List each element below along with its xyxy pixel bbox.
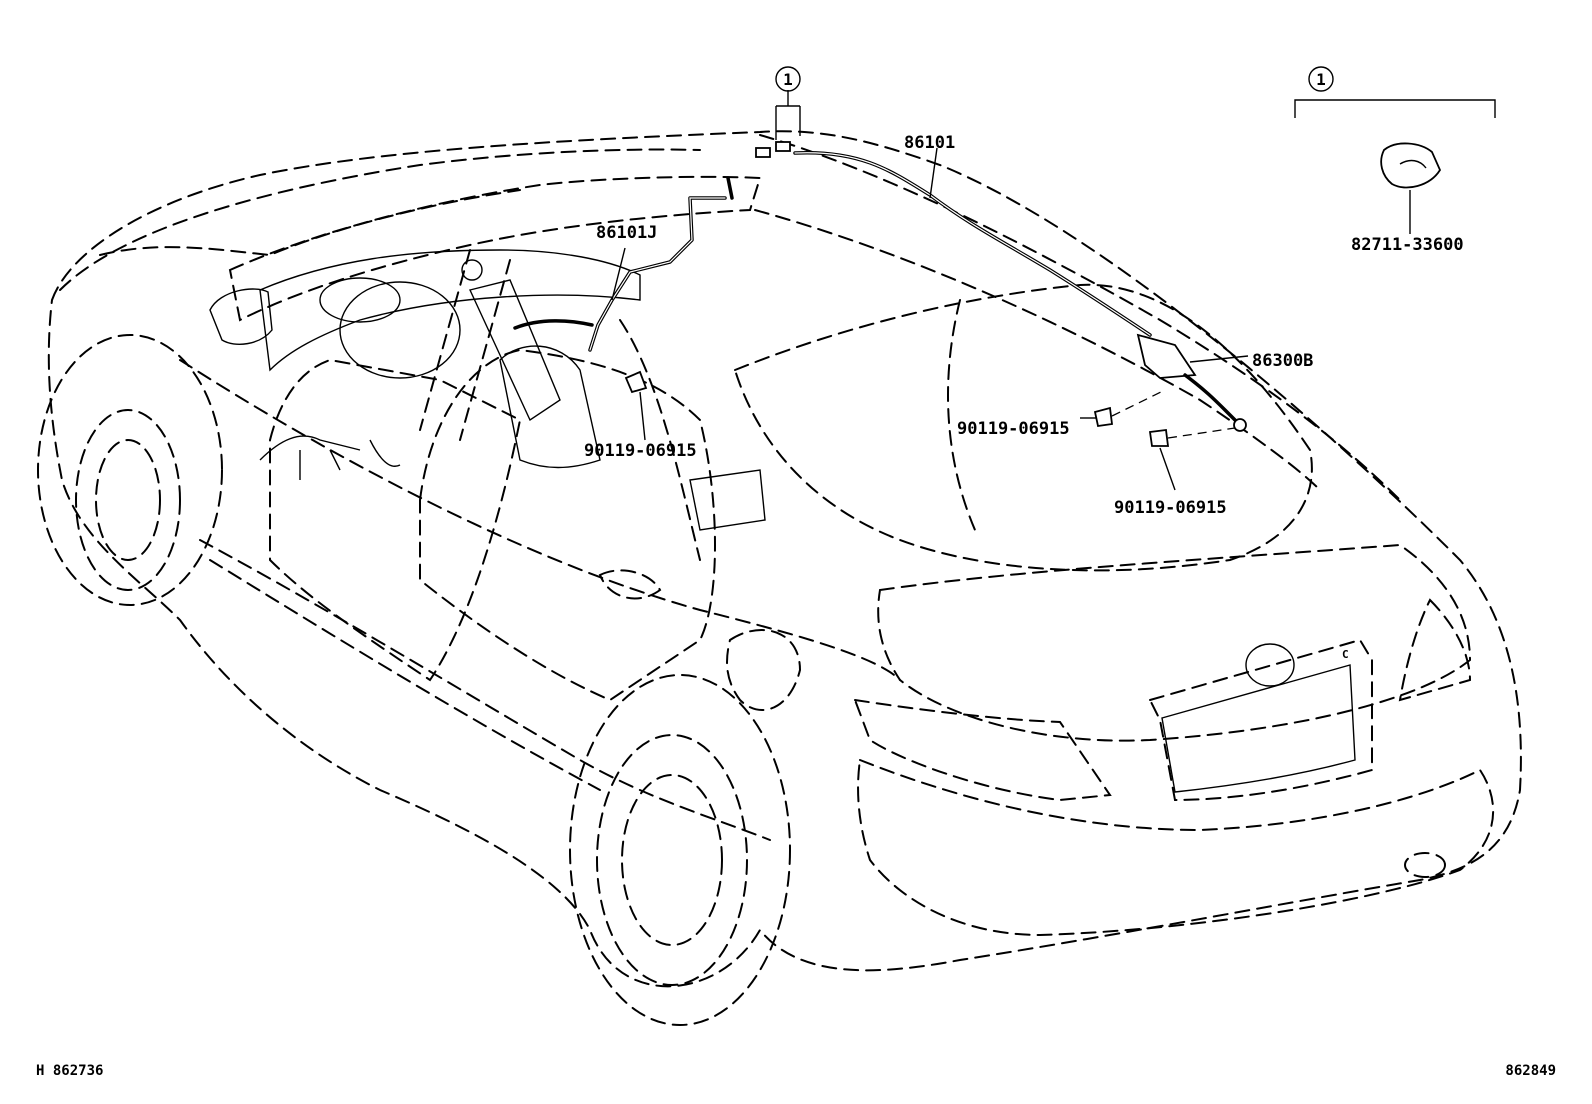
c-pillar <box>619 319 701 561</box>
roof-connector <box>726 176 734 200</box>
leader-clip-amp-left-d <box>1111 389 1166 417</box>
license-plate <box>1161 664 1356 793</box>
dashboard-panel <box>259 249 641 372</box>
callout-front-cord: 86101J <box>596 223 657 243</box>
amplifier-lead <box>1183 373 1242 427</box>
front-seat <box>499 345 601 469</box>
roof-ref-bracket <box>775 90 801 140</box>
side-mirror <box>209 288 273 346</box>
car-body-outline: C <box>37 130 1522 1026</box>
hood-crease <box>99 189 521 257</box>
license-plate-recess <box>1148 638 1373 802</box>
leader-86300B <box>1189 355 1249 363</box>
fuel-door <box>726 629 802 711</box>
windshield-outline <box>228 175 762 322</box>
front-wheel-arch <box>37 334 223 606</box>
rear-door-outline <box>419 348 716 702</box>
front-cord-86101J <box>588 196 727 352</box>
callout-amplifier: 86300B <box>1252 351 1313 371</box>
callout-clip-amp-left: 90119-06915 <box>957 419 1070 439</box>
roof-mount-right <box>775 141 791 152</box>
leader-clip-amp-bottom-d <box>1167 427 1236 439</box>
clamp-slot <box>1399 159 1427 169</box>
footer-right-code: 862849 <box>1505 1063 1556 1079</box>
clip-amp-left-part <box>1093 406 1114 428</box>
callout-antenna-wire: 86101 <box>904 133 955 153</box>
rear-window-outline <box>733 283 1313 572</box>
instrument-cluster <box>319 277 401 323</box>
inset-ref-number: 1 <box>1316 70 1326 89</box>
callout-clip-pillar: 90119-06915 <box>584 441 697 461</box>
tail-light-left <box>853 698 1112 802</box>
tail-light-right <box>1398 598 1472 702</box>
ref-mark-roof: 1 <box>775 66 801 92</box>
amplifier-terminal <box>1233 418 1247 432</box>
roof-ref-number: 1 <box>783 70 793 89</box>
front-cord-core <box>589 197 726 351</box>
rear-wheel-arch <box>569 674 791 1026</box>
side-sill <box>209 559 601 791</box>
b-pillar <box>419 249 511 441</box>
rear-seat-back <box>689 469 766 531</box>
roof-mount-left <box>755 147 771 158</box>
roof-inner <box>754 209 1321 491</box>
footer-left-code: H 862736 <box>36 1063 103 1079</box>
rear-wheel-hub <box>621 774 723 946</box>
hood-outline <box>59 148 701 291</box>
side-line-upper <box>179 359 901 681</box>
clip-pillar-part <box>624 370 648 394</box>
center-console <box>469 279 561 422</box>
front-wheel <box>75 409 181 591</box>
rear-wheel <box>596 734 748 986</box>
antenna-wire-core <box>794 152 1151 336</box>
roof-outline <box>759 134 1401 501</box>
clamp-82711-33600 <box>1380 142 1442 189</box>
front-door-outline <box>269 358 522 682</box>
rear-bumper-outline <box>857 758 1495 937</box>
exhaust-tip <box>1404 852 1446 878</box>
leader-lines <box>611 90 1411 491</box>
side-line-lower <box>199 539 771 841</box>
body-silhouette <box>47 130 1522 988</box>
trunk-badge: C <box>1342 648 1349 661</box>
rear-emblem <box>1245 643 1295 687</box>
steering-wheel <box>339 281 461 379</box>
trunk-outline <box>877 543 1472 742</box>
clip-amp-bottom-part <box>1148 428 1170 447</box>
front-cord-branch <box>513 319 594 330</box>
amplifier-86300B <box>1136 333 1197 379</box>
leader-86101 <box>929 147 938 199</box>
leader-clip-amp-bottom <box>1159 447 1176 491</box>
front-wheel-hub <box>95 439 161 561</box>
pillar-speaker <box>461 259 483 281</box>
ref-mark-inset: 1 <box>1308 66 1334 92</box>
antenna-wiring <box>513 141 1247 447</box>
inset-bracket <box>1294 99 1496 118</box>
leader-86101J <box>611 247 626 301</box>
callout-clip-amp-bottom: 90119-06915 <box>1114 498 1227 518</box>
rear-window-inner <box>947 299 976 531</box>
door-handle-rear <box>598 569 662 600</box>
interior-harness <box>259 435 401 480</box>
leader-clip-pillar <box>639 391 646 441</box>
inset-clamp <box>1294 99 1496 189</box>
callout-clamp: 82711-33600 <box>1351 235 1464 255</box>
